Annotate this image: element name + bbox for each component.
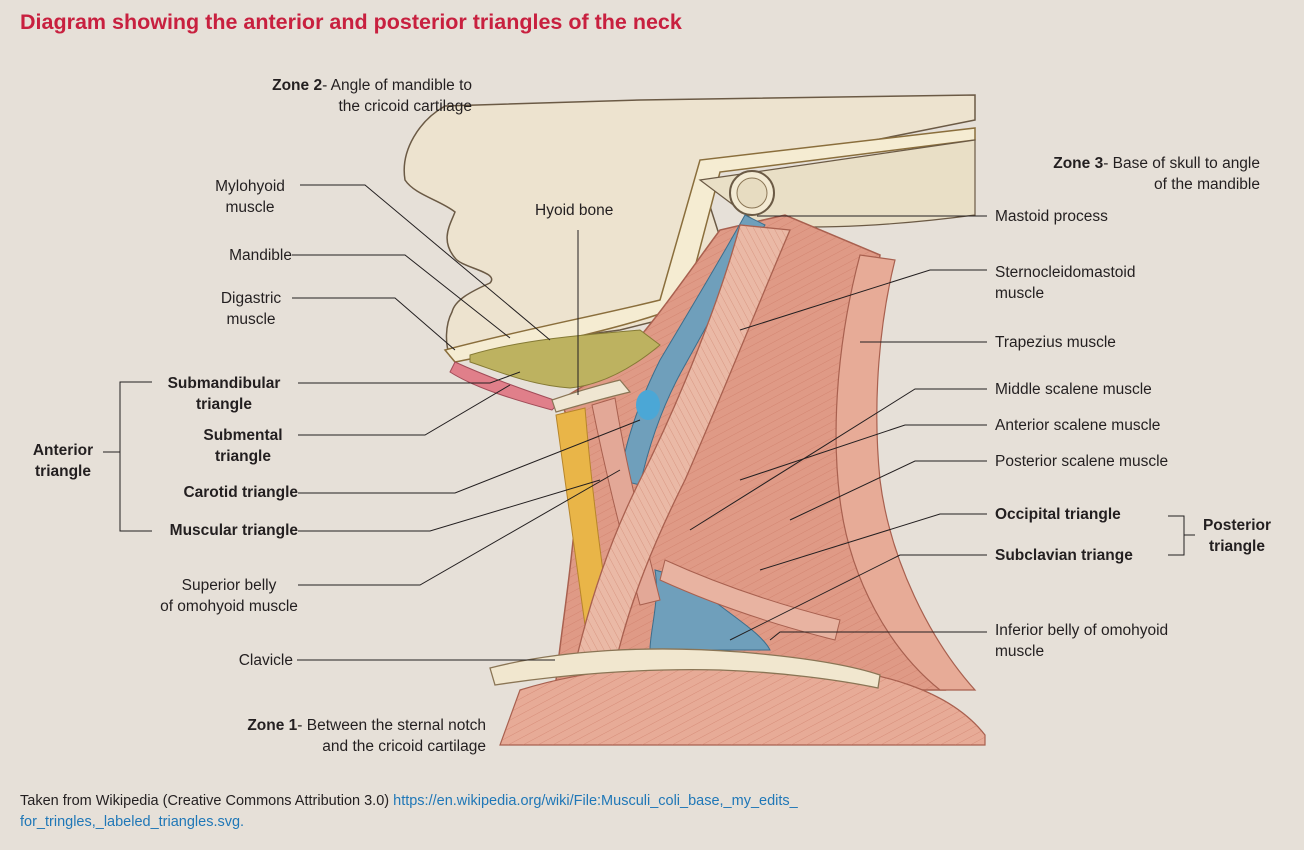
zone3-desc1: - Base of skull to angle xyxy=(1103,155,1260,172)
submental-line1: Submental xyxy=(203,427,282,444)
label-anterior-scalene: Anterior scalene muscle xyxy=(995,415,1160,436)
scm-line1: Sternocleidomastoid xyxy=(995,264,1135,281)
digastric-line2: muscle xyxy=(226,311,275,328)
label-mastoid: Mastoid process xyxy=(995,206,1108,227)
zone2-desc1: - Angle of mandible to xyxy=(322,77,472,94)
label-middle-scalene: Middle scalene muscle xyxy=(995,379,1152,400)
zone3-label: Zone 3- Base of skull to angle of the ma… xyxy=(900,153,1260,195)
label-posterior-scalene: Posterior scalene muscle xyxy=(995,451,1168,472)
zone1-name: Zone 1 xyxy=(247,717,297,734)
inferior-belly-line1: Inferior belly of omohyoid xyxy=(995,622,1168,639)
zone1-desc1: - Between the sternal notch xyxy=(297,717,486,734)
source-credit: Taken from Wikipedia (Creative Commons A… xyxy=(20,791,1170,833)
posterior-line1: Posterior xyxy=(1203,517,1271,534)
inferior-belly-line2: muscle xyxy=(995,643,1044,660)
label-inferior-belly: Inferior belly of omohyoid muscle xyxy=(995,620,1168,662)
scm-line2: muscle xyxy=(995,285,1044,302)
submental-line2: triangle xyxy=(215,448,271,465)
label-posterior-triangle: Posterior triangle xyxy=(1192,515,1282,557)
label-clavicle: Clavicle xyxy=(150,650,293,671)
label-submandibular: Submandibular triangle xyxy=(150,373,298,415)
credit-link-part1[interactable]: https://en.wikipedia.org/wiki/File:Muscu… xyxy=(393,793,798,809)
label-digastric: Digastric muscle xyxy=(206,288,296,330)
label-scm: Sternocleidomastoid muscle xyxy=(995,262,1135,304)
thyroid-node xyxy=(636,390,660,420)
zone3-name: Zone 3 xyxy=(1053,155,1103,172)
zone1-desc2: and the cricoid cartilage xyxy=(322,738,486,755)
superior-belly-line1: Superior belly xyxy=(182,577,277,594)
credit-text: Taken from Wikipedia (Creative Commons A… xyxy=(20,793,393,809)
label-muscular: Muscular triangle xyxy=(100,520,298,541)
label-carotid: Carotid triangle xyxy=(100,482,298,503)
label-hyoid-bone: Hyoid bone xyxy=(535,200,613,221)
label-trapezius: Trapezius muscle xyxy=(995,332,1116,353)
anterior-line2: triangle xyxy=(35,463,91,480)
label-submental: Submental triangle xyxy=(188,425,298,467)
mastoid-inner xyxy=(737,178,767,208)
mylohyoid-line1: Mylohyoid xyxy=(215,178,285,195)
anterior-line1: Anterior xyxy=(33,442,93,459)
posterior-line2: triangle xyxy=(1209,538,1265,555)
label-anterior-triangle: Anterior triangle xyxy=(20,440,106,482)
label-occipital: Occipital triangle xyxy=(995,504,1121,525)
mylohyoid-line2: muscle xyxy=(225,199,274,216)
zone2-desc2: the cricoid cartilage xyxy=(338,98,472,115)
zone2-label: Zone 2- Angle of mandible to the cricoid… xyxy=(160,75,472,117)
zone1-label: Zone 1- Between the sternal notch and th… xyxy=(150,715,486,757)
submandibular-line1: Submandibular xyxy=(168,375,281,392)
superior-belly-line2: of omohyoid muscle xyxy=(160,598,298,615)
label-mylohyoid: Mylohyoid muscle xyxy=(200,176,300,218)
credit-link-part2[interactable]: for_tringles,_labeled_triangles.svg. xyxy=(20,814,244,830)
digastric-line1: Digastric xyxy=(221,290,281,307)
label-mandible: Mandible xyxy=(150,245,292,266)
zone2-name: Zone 2 xyxy=(272,77,322,94)
label-superior-belly: Superior belly of omohyoid muscle xyxy=(150,575,308,617)
zone3-desc2: of the mandible xyxy=(1154,176,1260,193)
label-subclavian: Subclavian triange xyxy=(995,545,1133,566)
submandibular-line2: triangle xyxy=(196,396,252,413)
